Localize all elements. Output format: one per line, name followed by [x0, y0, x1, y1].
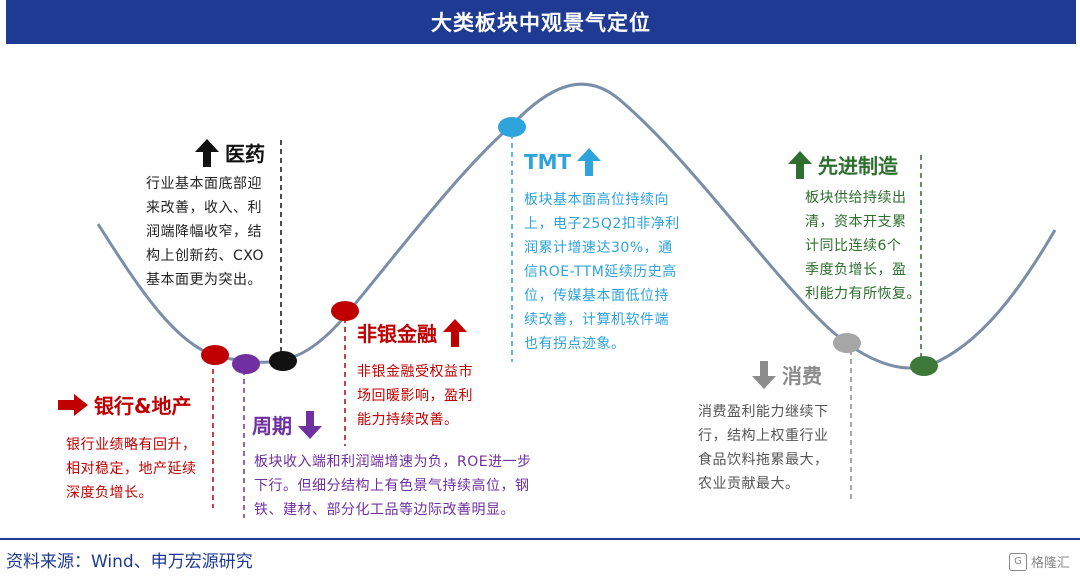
bank-description: 银行业绩略有回升， 相对稳定，地产延续 深度负增长。 [66, 437, 197, 501]
finance-description: 非银金融受权益市 场回暖影响，盈利 能力持续改善。 [357, 364, 473, 428]
manufacturing-marker [910, 356, 938, 376]
finance-title: 非银金融 [357, 318, 467, 347]
cycle-description: 板块收入端和利润端增速为负，ROE进一步 下行。但细分结构上有色景气持续高位，钢… [254, 454, 532, 518]
tmt-marker [498, 117, 526, 137]
bank-title: 银行&地产 [58, 390, 191, 419]
watermark: G 格隆汇 [1008, 552, 1070, 571]
source-note: 资料来源：Wind、申万宏源研究 [6, 552, 253, 572]
pharma-title: 医药 [195, 138, 265, 167]
cycle-diagram [96, 82, 1057, 518]
consumer-title: 消费 [752, 360, 822, 389]
cycle-title: 周期 [252, 410, 322, 439]
arrow-up-icon [195, 138, 219, 167]
pharma-description: 行业基本面底部迎 来改善，收入、利 润端降幅收窄，结 构上创新药、CXO 基本面… [146, 176, 264, 288]
pharma-marker [269, 351, 297, 371]
cycle-marker [232, 354, 260, 374]
manufacturing-description: 板块供给持续出 清，资本开支累 计同比连续6个 季度负增长，盈 利能力有所恢复。 [805, 190, 921, 302]
finance-marker [331, 301, 359, 321]
arrow-down-icon [298, 410, 322, 439]
tmt-description: 板块基本面高位持续向 上，电子25Q2扣非净利 润累计增速达30%，通 信ROE… [524, 192, 680, 352]
arrow-down-icon [752, 360, 776, 389]
footer-divider [0, 538, 1080, 540]
arrow-up-icon [788, 150, 812, 179]
tmt-title: TMT [524, 148, 602, 176]
watermark-logo-icon: G [1008, 552, 1027, 571]
arrow-up-icon [443, 318, 467, 347]
page-title: 大类板块中观景气定位 [6, 0, 1076, 44]
consumer-description: 消费盈利能力继续下 行，结构上权重行业 食品饮料拖累最大， 农业贡献最大。 [698, 404, 829, 492]
manufacturing-title: 先进制造 [788, 150, 898, 179]
arrow-right-icon [58, 393, 88, 416]
bank-marker [201, 345, 229, 365]
consumer-marker [833, 333, 861, 353]
arrow-up-icon [577, 148, 602, 176]
